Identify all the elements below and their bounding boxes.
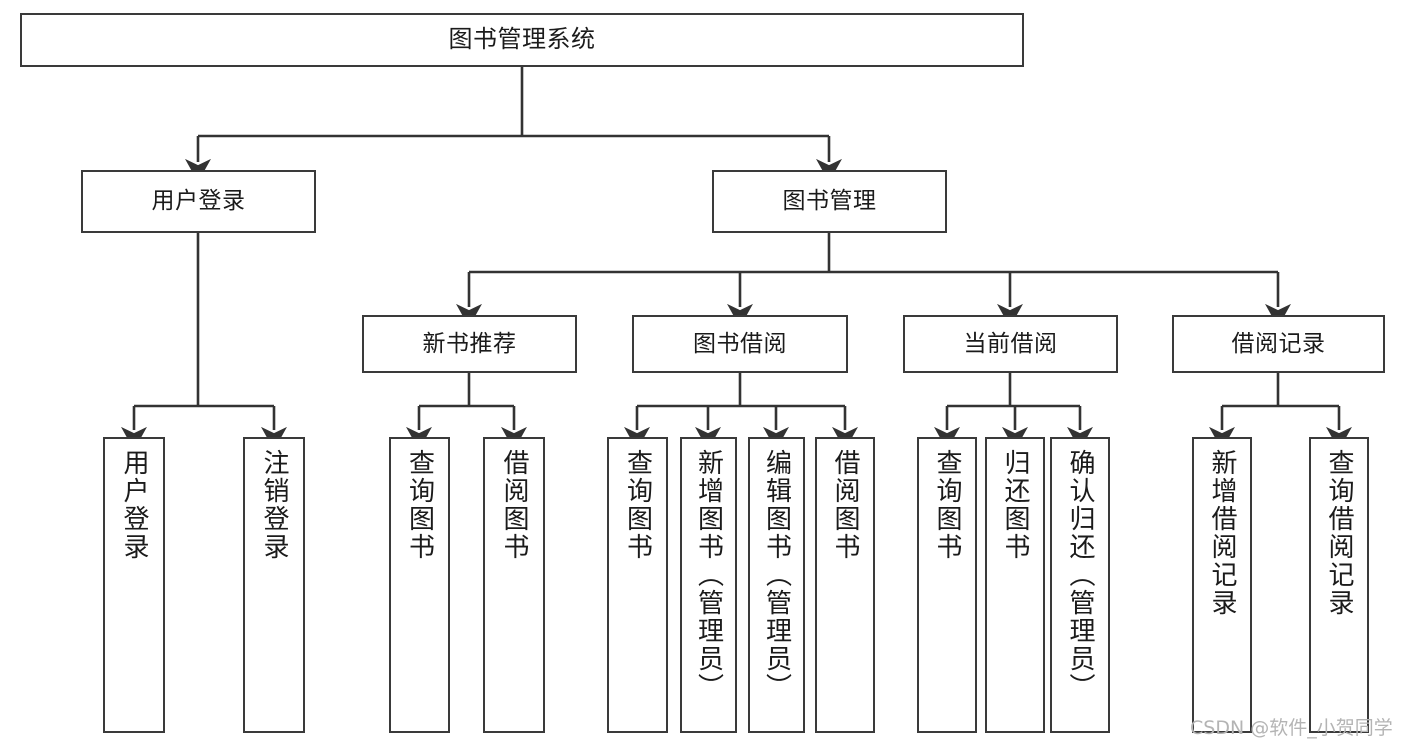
node-leaf-borrow-book-2[interactable]: 借阅图书 <box>815 437 875 733</box>
node-leaf-user-login[interactable]: 用户登录 <box>103 437 165 733</box>
node-new-book-recommend[interactable]: 新书推荐 <box>362 315 577 373</box>
node-leaf-query-book-2[interactable]: 查询图书 <box>607 437 668 733</box>
node-label: 查询图书 <box>932 449 962 561</box>
node-user-login[interactable]: 用户登录 <box>81 170 316 233</box>
node-book-borrow[interactable]: 图书借阅 <box>632 315 848 373</box>
node-root-system[interactable]: 图书管理系统 <box>20 13 1024 67</box>
node-leaf-confirm-return[interactable]: 确认归还（管理员） <box>1050 437 1110 733</box>
node-label: 用户登录 <box>119 449 149 561</box>
node-leaf-edit-book[interactable]: 编辑图书（管理员） <box>748 437 805 733</box>
node-leaf-return-book[interactable]: 归还图书 <box>985 437 1045 733</box>
node-label: 图书管理 <box>782 188 877 215</box>
node-label: 图书借阅 <box>693 330 787 357</box>
node-label: 借阅图书 <box>830 449 860 561</box>
node-label: 查询借阅记录 <box>1324 449 1354 617</box>
node-label: 新增借阅记录 <box>1207 449 1237 617</box>
csdn-watermark: CSDN @软件_小贺同学 <box>1190 717 1393 739</box>
node-label: 查询图书 <box>404 449 435 561</box>
node-leaf-add-record[interactable]: 新增借阅记录 <box>1192 437 1252 733</box>
node-leaf-logout-login[interactable]: 注销登录 <box>243 437 305 733</box>
node-label: 确认归还（管理员） <box>1065 449 1095 701</box>
node-leaf-query-record[interactable]: 查询借阅记录 <box>1309 437 1369 733</box>
node-leaf-query-book-1[interactable]: 查询图书 <box>389 437 450 733</box>
node-current-borrow[interactable]: 当前借阅 <box>903 315 1118 373</box>
node-leaf-borrow-book-1[interactable]: 借阅图书 <box>483 437 545 733</box>
node-borrow-record[interactable]: 借阅记录 <box>1172 315 1385 373</box>
node-label: 归还图书 <box>1000 449 1030 561</box>
node-label: 借阅图书 <box>499 449 529 561</box>
node-leaf-add-book[interactable]: 新增图书（管理员） <box>680 437 737 733</box>
node-label: 图书管理系统 <box>448 25 596 54</box>
node-book-manage[interactable]: 图书管理 <box>712 170 947 233</box>
node-label: 新书推荐 <box>422 330 517 357</box>
node-label: 新增图书（管理员） <box>693 449 724 701</box>
node-label: 用户登录 <box>151 188 246 215</box>
node-label: 注销登录 <box>259 449 289 561</box>
node-leaf-query-book-3[interactable]: 查询图书 <box>917 437 977 733</box>
node-label: 当前借阅 <box>963 330 1058 357</box>
node-label: 编辑图书（管理员） <box>761 449 792 701</box>
node-label: 查询图书 <box>622 449 653 561</box>
node-label: 借阅记录 <box>1231 330 1326 357</box>
